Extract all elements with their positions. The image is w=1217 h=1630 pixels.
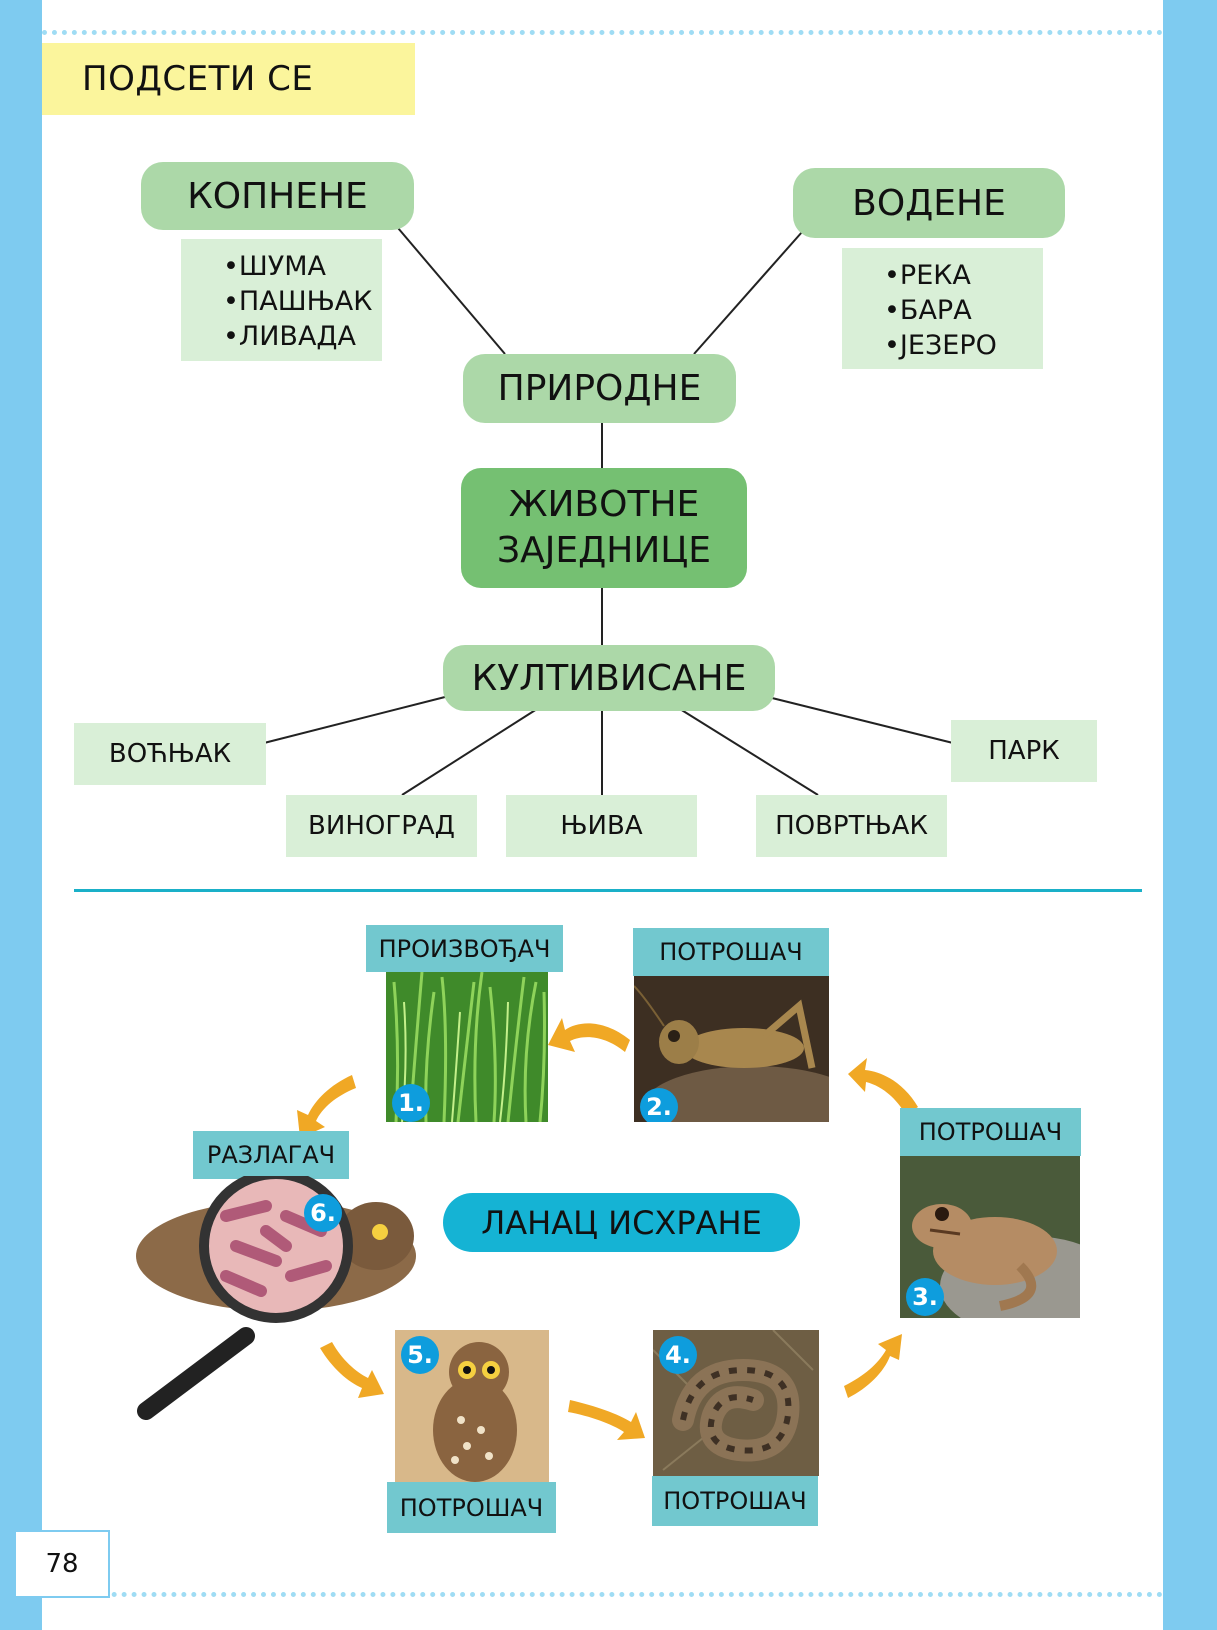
water-item: •БАРА	[884, 295, 972, 326]
water-item: •ЈЕЗЕРО	[884, 330, 997, 361]
water-pill: ВОДЕНЕ	[793, 168, 1065, 238]
cultivated-item-field: ЊИВА	[506, 795, 697, 857]
right-border	[1163, 0, 1217, 1630]
step-5-role: ПОТРОШАЧ	[387, 1482, 556, 1533]
cultivated-item-park: ПАРК	[951, 720, 1097, 782]
step-6-badge: 6.	[304, 1194, 342, 1232]
decomposer-illustration: 6.	[126, 1169, 422, 1422]
owl-photo: 5.	[395, 1330, 549, 1482]
step-2-badge: 2.	[640, 1088, 678, 1122]
center-line-1: ЖИВОТНЕ	[508, 484, 700, 525]
bottom-dotted-rule	[42, 1592, 1163, 1597]
step-4-badge: 4.	[659, 1336, 697, 1374]
water-item: •РЕКА	[884, 260, 971, 291]
food-chain-arrows	[297, 1018, 918, 1440]
natural-pill: ПРИРОДНЕ	[463, 354, 736, 423]
left-border	[0, 0, 42, 1630]
reminder-banner: ПОДСЕТИ СЕ	[42, 43, 415, 115]
grasshopper-photo: 2.	[634, 976, 829, 1122]
step-1-badge: 1.	[392, 1084, 430, 1122]
water-examples: •РЕКА •БАРА •ЈЕЗЕРО	[842, 248, 1043, 369]
land-item: •ЛИВАДА	[223, 321, 356, 352]
page-number: 78	[14, 1530, 110, 1598]
land-examples: •ШУМА •ПАШЊАК •ЛИВАДА	[181, 239, 382, 361]
step-1-role: ПРОИЗВОЂАЧ	[366, 925, 563, 972]
cultivated-pill: КУЛТИВИСАНЕ	[443, 645, 775, 711]
food-chain-title: ЛАНАЦ ИСХРАНЕ	[443, 1193, 800, 1252]
step-4-role: ПОТРОШАЧ	[652, 1476, 818, 1526]
cultivated-item-orchard: ВОЋЊАК	[74, 723, 266, 785]
step-2-role: ПОТРОШАЧ	[633, 928, 829, 976]
land-item: •ШУМА	[223, 251, 327, 282]
step-3-role: ПОТРОШАЧ	[900, 1108, 1081, 1156]
cultivated-item-vineyard: ВИНОГРАД	[286, 795, 477, 857]
step-6-role: РАЗЛАГАЧ	[193, 1131, 349, 1179]
center-line-2: ЗАЈЕДНИЦЕ	[497, 530, 711, 571]
section-divider	[74, 889, 1142, 892]
land-pill: КОПНЕНЕ	[141, 162, 414, 230]
step-3-badge: 3.	[906, 1278, 944, 1316]
snake-photo: 4.	[653, 1330, 819, 1476]
center-node: ЖИВОТНЕ ЗАЈЕДНИЦЕ	[461, 468, 747, 588]
frog-photo: 3.	[900, 1156, 1080, 1318]
cultivated-item-vegetable-garden: ПОВРТЊАК	[756, 795, 947, 857]
grass-photo: 1.	[386, 972, 548, 1122]
land-item: •ПАШЊАК	[223, 286, 373, 317]
top-dotted-rule	[42, 30, 1163, 35]
step-5-badge: 5.	[401, 1336, 439, 1374]
